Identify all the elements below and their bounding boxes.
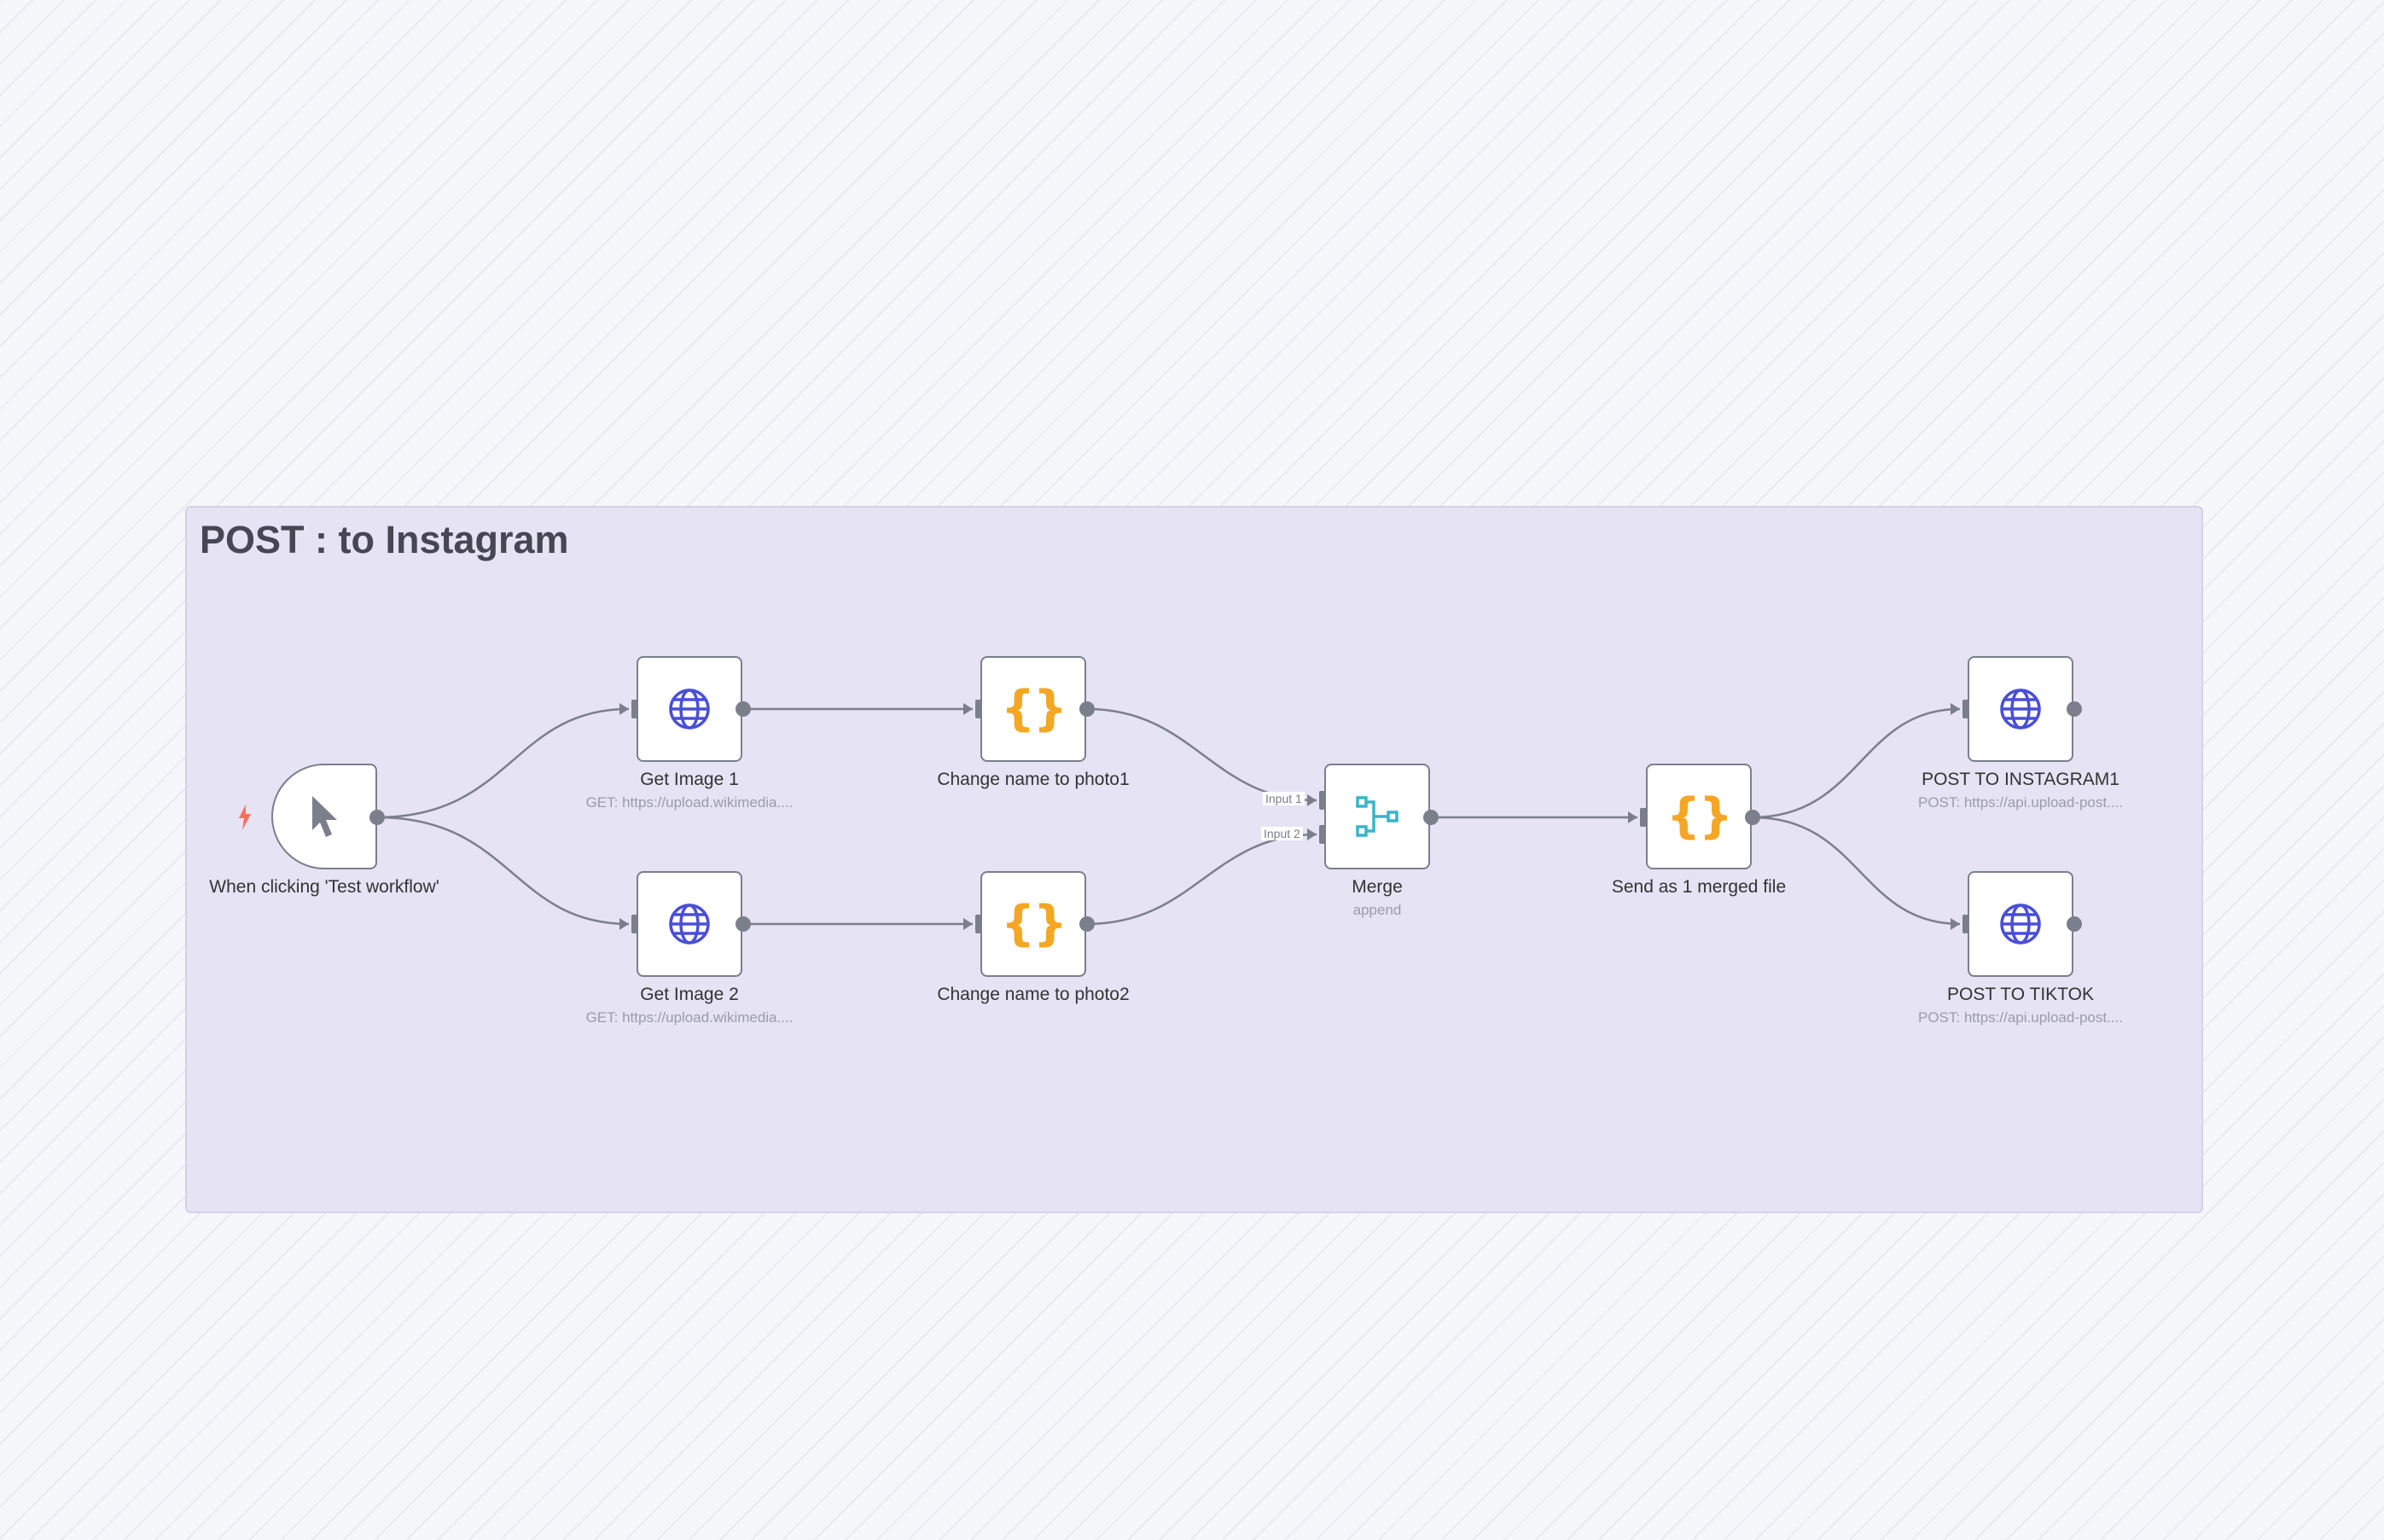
globe-icon <box>1998 902 2043 946</box>
output-handle[interactable] <box>1423 810 1439 825</box>
change-name-2-node[interactable]: {} <box>980 871 1086 977</box>
input-handle-1[interactable] <box>1319 791 1326 810</box>
merge-input-1-label: Input 1 <box>1263 792 1305 805</box>
connection-trigger-to-get-image-2 <box>376 816 630 926</box>
output-handle[interactable] <box>1079 916 1095 932</box>
input-handle-2[interactable] <box>1319 825 1326 844</box>
get-image-1-subtitle: GET: https://upload.wikimedia.... <box>585 794 794 811</box>
arrow-head <box>1307 794 1317 806</box>
input-handle[interactable] <box>1962 915 1969 933</box>
frame-title: POST : to Instagram <box>200 518 569 561</box>
globe-icon <box>667 902 712 946</box>
merge-subtitle: append <box>1352 902 1402 918</box>
braces-icon: {} <box>1001 681 1067 736</box>
cursor-icon <box>305 793 343 840</box>
post-instagram-node[interactable] <box>1968 656 2073 762</box>
arrow-head <box>619 703 629 715</box>
trigger-label: When clicking 'Test workflow' <box>209 877 439 897</box>
post-tiktok-label: POST TO TIKTOK <box>1947 985 2094 1004</box>
input-handle[interactable] <box>631 915 638 933</box>
arrow-head <box>619 918 629 930</box>
change-name-1-node[interactable]: {} <box>980 656 1086 762</box>
globe-icon <box>1998 687 2043 731</box>
output-handle[interactable] <box>1079 701 1095 717</box>
trigger-node[interactable] <box>271 764 377 869</box>
merge-node[interactable] <box>1324 764 1430 869</box>
output-handle[interactable] <box>369 810 385 825</box>
send-merged-label: Send as 1 merged file <box>1611 877 1787 897</box>
braces-icon: {} <box>1666 788 1733 844</box>
output-handle[interactable] <box>1745 810 1760 825</box>
get-image-1-label: Get Image 1 <box>640 770 739 789</box>
merge-label: Merge <box>1352 877 1403 897</box>
output-handle[interactable] <box>736 916 751 932</box>
get-image-2-subtitle: GET: https://upload.wikimedia.... <box>585 1009 794 1026</box>
get-image-2-node[interactable] <box>637 871 742 977</box>
braces-icon: {} <box>1001 896 1067 951</box>
connection-send-merged-to-post-instagram <box>1752 707 1961 819</box>
output-handle[interactable] <box>2067 916 2082 932</box>
merge-icon <box>1353 793 1401 840</box>
arrow-head <box>1307 828 1317 840</box>
change-name-2-label: Change name to photo2 <box>937 985 1130 1004</box>
arrow-head <box>1628 811 1637 823</box>
get-image-1-node[interactable] <box>637 656 742 762</box>
connection-send-merged-to-post-tiktok <box>1752 816 1961 926</box>
merge-input-2-label: Input 2 <box>1261 827 1303 840</box>
send-merged-node[interactable]: {} <box>1646 764 1752 869</box>
input-handle[interactable] <box>1640 808 1647 827</box>
post-instagram-subtitle: POST: https://api.upload-post.... <box>1917 794 2124 811</box>
arrow-head <box>1951 703 1960 715</box>
get-image-2-label: Get Image 2 <box>640 985 739 1004</box>
arrow-head <box>1951 918 1960 930</box>
globe-icon <box>667 687 712 731</box>
arrow-head <box>963 703 973 715</box>
input-handle[interactable] <box>1962 700 1969 718</box>
connection-trigger-to-get-image-1 <box>376 707 630 819</box>
post-tiktok-node[interactable] <box>1968 871 2073 977</box>
arrow-head <box>963 918 973 930</box>
sticky-note-frame[interactable]: POST : to Instagram <box>185 506 2203 1213</box>
change-name-1-label: Change name to photo1 <box>937 770 1130 789</box>
post-tiktok-subtitle: POST: https://api.upload-post.... <box>1917 1009 2124 1026</box>
output-handle[interactable] <box>2067 701 2082 717</box>
post-instagram-label: POST TO INSTAGRAM1 <box>1922 770 2119 789</box>
lightning-bolt-icon <box>239 805 251 830</box>
input-handle[interactable] <box>631 700 638 718</box>
input-handle[interactable] <box>975 915 982 933</box>
input-handle[interactable] <box>975 700 982 718</box>
output-handle[interactable] <box>736 701 751 717</box>
